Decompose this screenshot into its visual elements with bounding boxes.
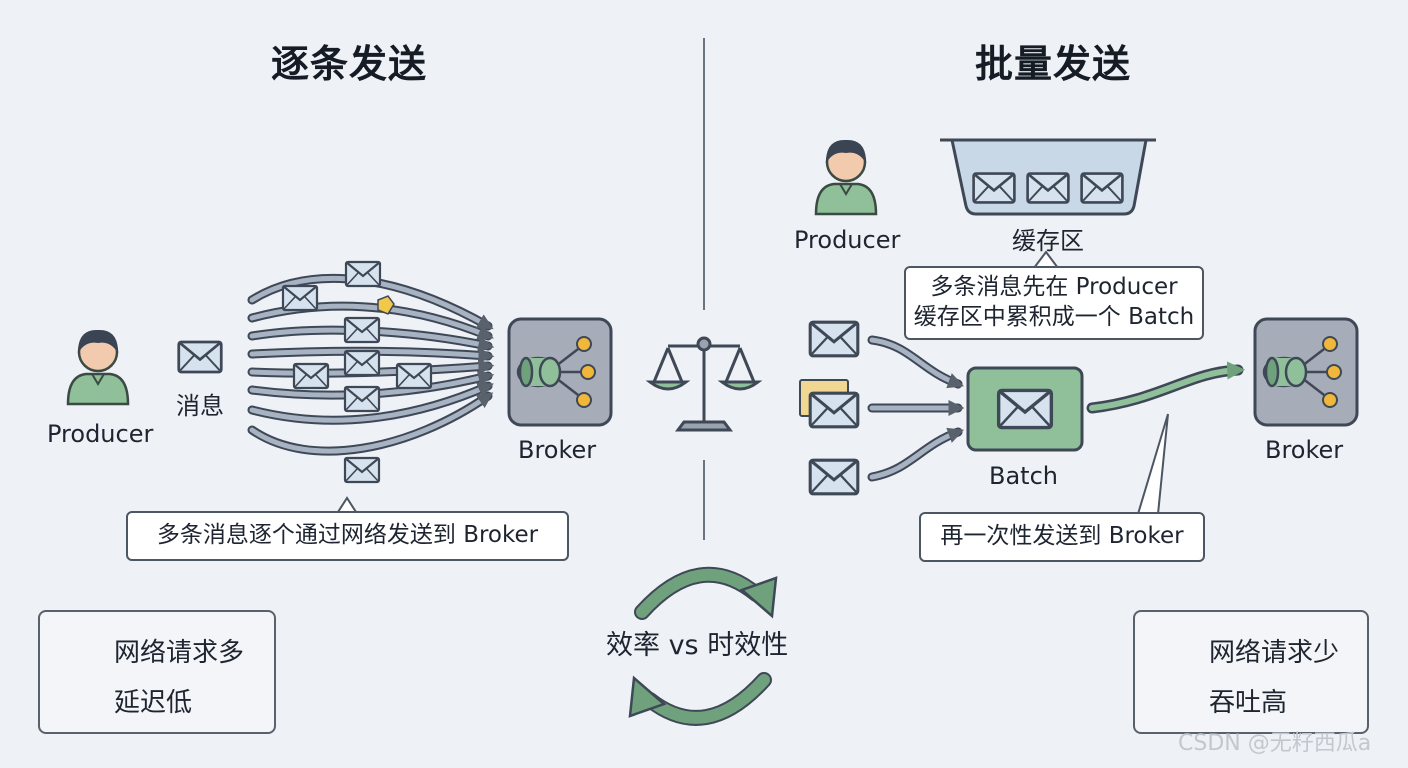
right-legend-row-network: 网络请求少 [1135, 628, 1339, 672]
balance-scale-icon [645, 336, 763, 432]
left-legend: 网络请求多 延迟低 [38, 610, 276, 734]
left-legend-row-network: 网络请求多 [40, 628, 244, 672]
left-stream-envelopes [281, 260, 433, 484]
right-incoming-arrows [867, 335, 965, 482]
right-producer-label: Producer [794, 226, 901, 254]
right-legend-network-text: 网络请求少 [1209, 637, 1340, 668]
left-title: 逐条发送 [271, 42, 428, 86]
left-callout: 多条消息逐个通过网络发送到 Broker [126, 511, 569, 561]
right-legend: 网络请求少 吞吐高 [1133, 610, 1369, 734]
left-producer-label: Producer [47, 420, 154, 448]
right-title: 批量发送 [975, 42, 1132, 86]
buffer-tray-icon [940, 138, 1156, 216]
right-top-callout-line1: 多条消息先在 Producer [930, 274, 1178, 301]
watermark: CSDN @无籽西瓜a [1178, 731, 1372, 756]
right-top-callout: 多条消息先在 Producer 缓存区中累积成一个 Batch [904, 266, 1204, 340]
left-message-label: 消息 [176, 392, 224, 420]
left-message-icon [177, 340, 223, 374]
batch-box [966, 366, 1084, 452]
right-legend-row-throughput: 吞吐高 [1135, 678, 1287, 722]
batch-to-broker-arrow [1086, 361, 1246, 414]
left-producer-icon [66, 329, 130, 406]
right-top-callout-line2: 缓存区中累积成一个 Batch [913, 304, 1195, 330]
left-broker-icon [507, 317, 613, 427]
left-legend-network-text: 网络请求多 [114, 637, 245, 668]
left-callout-pointer [336, 496, 358, 513]
left-legend-latency-text: 延迟低 [114, 687, 193, 718]
buffer-label: 缓存区 [1012, 227, 1084, 255]
left-legend-row-latency: 延迟低 [40, 678, 192, 722]
right-incoming-messages [799, 320, 860, 496]
right-bottom-callout-pointer [1136, 413, 1169, 515]
right-producer-icon [814, 139, 878, 216]
right-legend-throughput-text: 吞吐高 [1209, 687, 1288, 718]
tradeoff-label: 效率 vs 时效性 [606, 630, 789, 661]
left-callout-text: 多条消息逐个通过网络发送到 Broker [156, 522, 539, 549]
right-broker-label: Broker [1265, 436, 1344, 464]
batch-label: Batch [989, 462, 1058, 490]
right-bottom-callout: 再一次性发送到 Broker [919, 512, 1205, 562]
left-broker-label: Broker [518, 436, 597, 464]
cycle-arrows-icon [634, 566, 772, 726]
right-broker-icon [1253, 317, 1359, 427]
right-bottom-callout-text: 再一次性发送到 Broker [940, 523, 1184, 550]
